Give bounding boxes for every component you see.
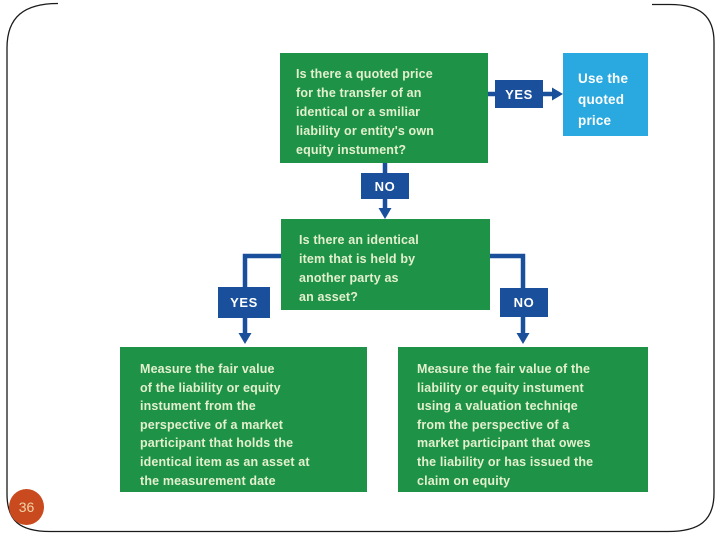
edge-q2-yes2 [242, 253, 281, 287]
arrow-down-icon [238, 333, 252, 344]
page-number-badge: 36 [9, 489, 44, 525]
arrow-down-icon [516, 333, 530, 344]
node-use-quoted-price: Use the quoted price [563, 53, 648, 136]
label-yes-1: YES [495, 80, 543, 108]
node-measure-fair-value-valuation-technique: Measure the fair value of the liability … [398, 347, 648, 492]
node-measure-fair-value-holds-asset: Measure the fair value of the liability … [120, 347, 367, 492]
arrow-down-icon [378, 208, 392, 219]
label-no-2: NO [500, 288, 548, 317]
edge-q2-no2 [490, 253, 526, 288]
node-question-quoted-price: Is there a quoted price for the transfer… [280, 53, 488, 163]
arrow-right-icon [552, 87, 563, 101]
node-question-identical-item: Is there an identical item that is held … [281, 219, 490, 310]
label-yes-2: YES [218, 287, 270, 318]
label-no-1: NO [361, 173, 409, 199]
